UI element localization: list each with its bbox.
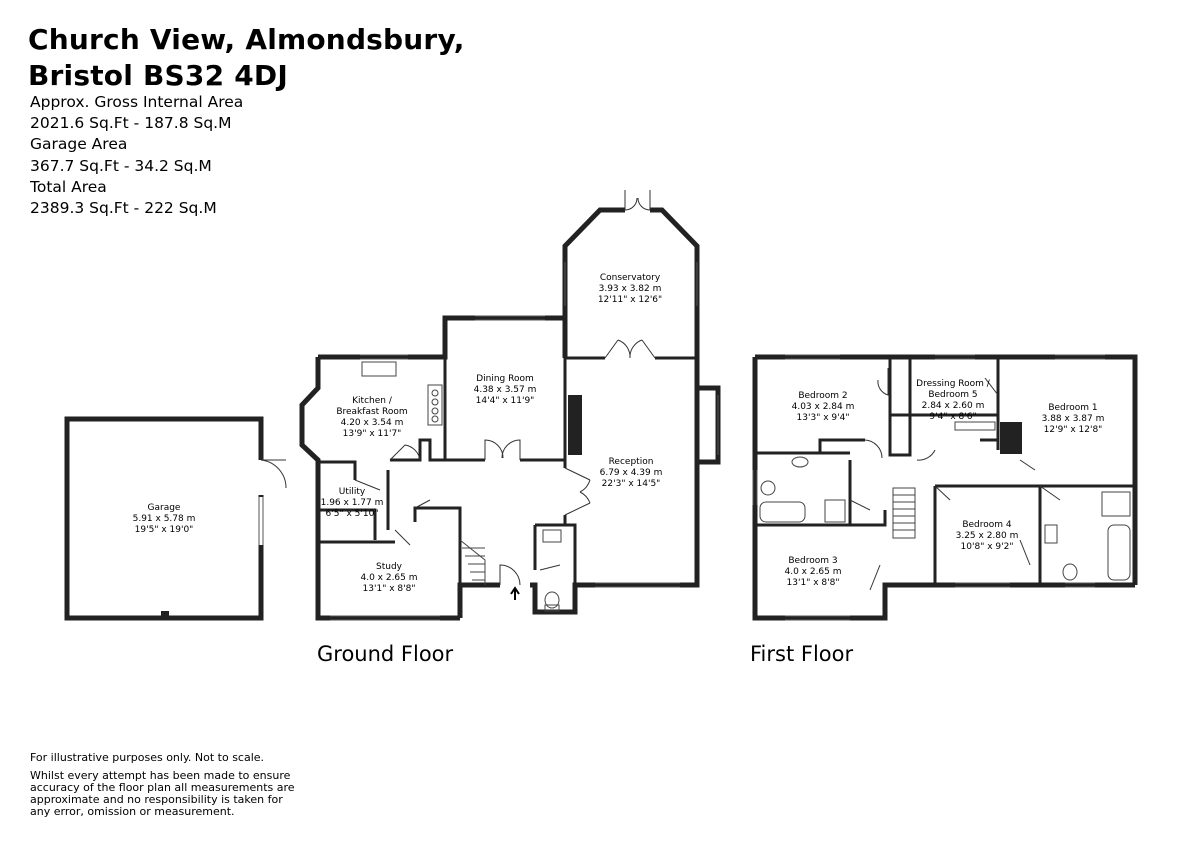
room-label-garage: Garage 5.91 x 5.78 m 19'5" x 19'0" <box>133 503 196 535</box>
fireplace <box>568 395 582 455</box>
utility-imperial: 6'5" x 5'10" <box>326 509 379 519</box>
ground-floor-windows <box>330 262 719 621</box>
bedroom2-metric: 4.03 x 2.84 m <box>792 402 855 412</box>
study-imperial: 13'1" x 8'8" <box>363 584 416 594</box>
bedroom2-imperial: 13'3" x 9'4" <box>797 413 850 423</box>
kitchen-name-2: Breakfast Room <box>336 407 407 417</box>
room-label-study: Study 4.0 x 2.65 m 13'1" x 8'8" <box>360 562 417 594</box>
bedroom4-name: Bedroom 4 <box>962 520 1012 530</box>
ground-floor-stairs <box>459 539 486 585</box>
bathroom-fixtures <box>759 421 1131 581</box>
kitchen-imperial: 13'9" x 11'7" <box>343 429 402 439</box>
gross-area-label: Approx. Gross Internal Area <box>30 93 244 111</box>
study-metric: 4.0 x 2.65 m <box>360 573 417 583</box>
garage-area-label: Garage Area <box>30 135 128 154</box>
ground-wc-fixtures <box>542 529 562 612</box>
reception-imperial: 22'3" x 14'5" <box>602 479 661 489</box>
conservatory-doors <box>604 190 656 359</box>
garage-area-value: 367.7 Sq.Ft - 34.2 Sq.M <box>30 156 212 175</box>
ground-floor-inner-walls <box>318 356 697 585</box>
ground-floor-doors <box>354 439 591 586</box>
conservatory-imperial: 12'11" x 12'6" <box>598 295 662 305</box>
dressing-metric: 2.84 x 2.60 m <box>922 401 985 411</box>
first-floor-label: First Floor <box>750 642 854 666</box>
room-label-utility: Utility 1.96 x 1.77 m 6'5" x 5'10" <box>321 487 384 519</box>
garage-structure <box>64 416 287 621</box>
bedroom1-name: Bedroom 1 <box>1048 403 1097 413</box>
title-line-2: Bristol BS32 4DJ <box>28 59 288 92</box>
conservatory-metric: 3.93 x 3.82 m <box>599 284 662 294</box>
dining-imperial: 14'4" x 11'9" <box>476 396 535 406</box>
room-label-bedroom3: Bedroom 3 4.0 x 2.65 m 13'1" x 8'8" <box>784 556 841 588</box>
study-name: Study <box>376 562 403 572</box>
title-line-1: Church View, Almondsbury, <box>28 23 465 56</box>
kitchen-name: Kitchen / <box>352 396 393 406</box>
room-label-bedroom1: Bedroom 1 3.88 x 3.87 m 12'9" x 12'8" <box>1042 403 1105 435</box>
utility-name: Utility <box>339 487 366 497</box>
dressing-name: Dressing Room / <box>916 379 991 389</box>
dining-name: Dining Room <box>476 374 534 384</box>
reception-name: Reception <box>609 457 654 467</box>
bedroom4-imperial: 10'8" x 9'2" <box>961 542 1014 552</box>
first-floor-inner-walls <box>755 357 1135 585</box>
garage-metric: 5.91 x 5.78 m <box>133 514 196 524</box>
kitchen-fixtures <box>361 361 443 426</box>
property-title: Church View, Almondsbury, Bristol BS32 4… <box>28 22 465 94</box>
disclaimer-line-1: For illustrative purposes only. Not to s… <box>30 751 265 764</box>
bedroom3-name: Bedroom 3 <box>788 556 837 566</box>
garage-name: Garage <box>148 503 181 513</box>
bedroom2-name: Bedroom 2 <box>798 391 847 401</box>
room-label-conservatory: Conservatory 3.93 x 3.82 m 12'11" x 12'6… <box>598 273 662 305</box>
bedroom3-metric: 4.0 x 2.65 m <box>784 567 841 577</box>
bedroom3-imperial: 13'1" x 8'8" <box>787 578 840 588</box>
conservatory-name: Conservatory <box>600 273 661 283</box>
room-label-dining: Dining Room 4.38 x 3.57 m 14'4" x 11'9" <box>474 374 537 406</box>
garage-imperial: 19'5" x 19'0" <box>135 525 194 535</box>
ground-floor-walls <box>299 207 721 621</box>
room-label-bedroom2: Bedroom 2 4.03 x 2.84 m 13'3" x 9'4" <box>792 391 855 423</box>
total-area-value: 2389.3 Sq.Ft - 222 Sq.M <box>30 199 217 218</box>
dressing-name-2: Bedroom 5 <box>928 390 977 400</box>
utility-metric: 1.96 x 1.77 m <box>321 498 384 508</box>
disclaimer-line-2: Whilst every attempt has been made to en… <box>30 769 295 818</box>
disclaimer: For illustrative purposes only. Not to s… <box>30 752 300 824</box>
gross-area-value: 2021.6 Sq.Ft - 187.8 Sq.M <box>30 114 232 133</box>
area-summary: Approx. Gross Internal Area 2021.6 Sq.Ft… <box>30 92 243 219</box>
first-floor-stairs <box>892 487 916 539</box>
first-floor-windows <box>752 354 1105 621</box>
first-floor-walls <box>752 354 1138 621</box>
ground-floor-label: Ground Floor <box>317 642 454 666</box>
room-label-kitchen: Kitchen / Breakfast Room 4.20 x 3.54 m 1… <box>336 396 407 439</box>
bedroom4-metric: 3.25 x 2.80 m <box>956 531 1019 541</box>
dining-metric: 4.38 x 3.57 m <box>474 385 537 395</box>
room-label-reception: Reception 6.79 x 4.39 m 22'3" x 14'5" <box>600 457 663 489</box>
room-label-bedroom4: Bedroom 4 3.25 x 2.80 m 10'8" x 9'2" <box>956 520 1019 552</box>
dressing-imperial: 9'4" x 8'6" <box>929 412 976 422</box>
first-floor-chimney <box>1000 422 1022 454</box>
bedroom1-imperial: 12'9" x 12'8" <box>1044 425 1103 435</box>
bedroom1-metric: 3.88 x 3.87 m <box>1042 414 1105 424</box>
kitchen-metric: 4.20 x 3.54 m <box>341 418 404 428</box>
room-label-dressing: Dressing Room / Bedroom 5 2.84 x 2.60 m … <box>916 379 991 422</box>
reception-metric: 6.79 x 4.39 m <box>600 468 663 478</box>
total-area-label: Total Area <box>30 177 107 196</box>
entrance-arrow-icon <box>510 586 520 600</box>
first-floor-doors <box>849 368 1061 591</box>
